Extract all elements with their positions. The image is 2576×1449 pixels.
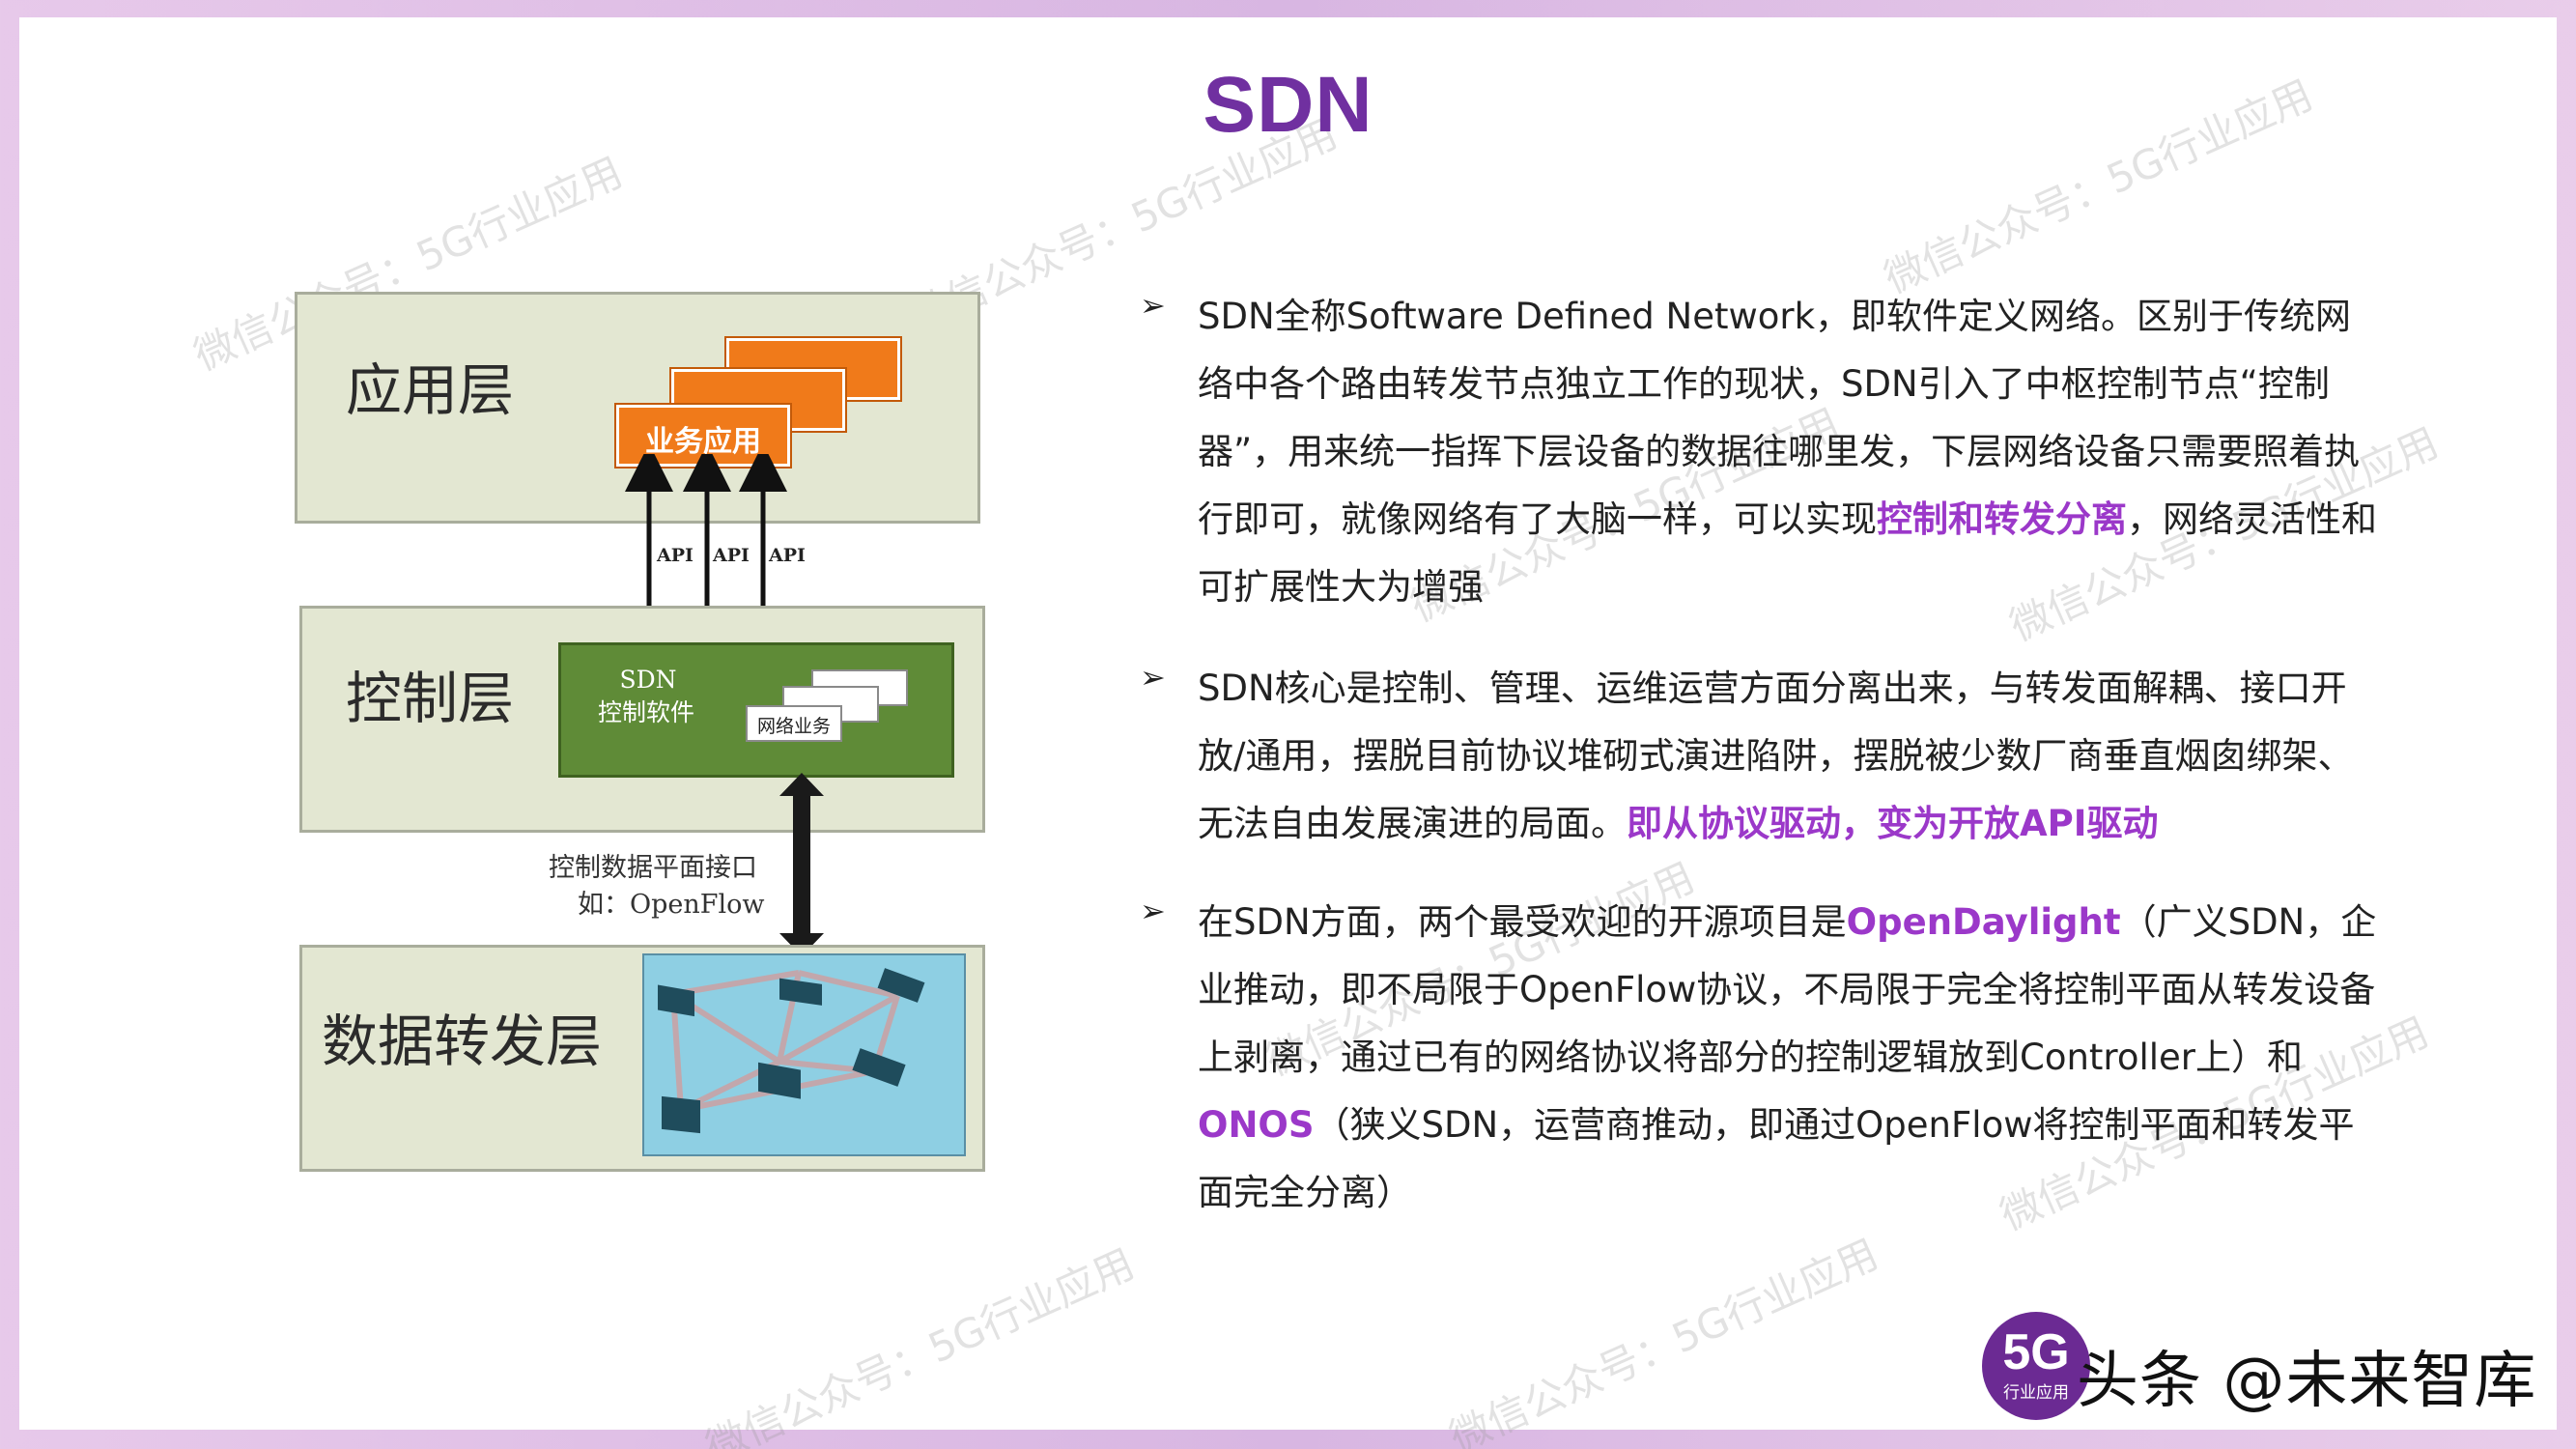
highlight-segment: 即从协议驱动，变为开放API驱动 — [1627, 803, 2159, 844]
switch-device — [852, 1048, 906, 1087]
text-segment: SDN全称Software Defined Network，即软件定义网络。区别… — [1198, 296, 2361, 540]
api-label-2: API — [713, 545, 750, 566]
text-segment: ，网络灵活性和可扩展性大为增强 — [1198, 498, 2377, 608]
page-title: SDN — [1203, 61, 1373, 149]
bullet-text: 在SDN方面，两个最受欢迎的开源项目是OpenDaylight（广义SDN，企业… — [1198, 889, 2386, 1227]
application-layer-label: 应用层 — [346, 357, 515, 423]
highlight-segment: ONOS — [1198, 1104, 1315, 1146]
bullet-arrow-icon: ➢ — [1140, 287, 1166, 324]
switch-device — [779, 978, 822, 1006]
sdn-label: SDN — [619, 666, 677, 694]
highlight-segment: 控制和转发分离 — [1877, 498, 2127, 540]
brand-logo: 5G 行业应用 — [1982, 1312, 2090, 1420]
logo-5g-text: 5G — [2002, 1324, 2070, 1380]
text-segment: 在SDN方面，两个最受欢迎的开源项目是 — [1198, 901, 1847, 943]
switch-device — [658, 984, 694, 1017]
api-label-3: API — [769, 545, 806, 566]
switch-device — [758, 1062, 801, 1099]
network-service-card-front: 网络业务 — [746, 705, 842, 742]
network-devices-area — [642, 953, 966, 1156]
api-label-1: API — [657, 545, 694, 566]
controller-software-label: 控制软件 — [597, 698, 694, 726]
control-data-arrow — [779, 773, 824, 956]
control-layer-label: 控制层 — [346, 666, 515, 731]
bullet-2: ➢ SDN核心是控制、管理、运维运营方面分离出来，与转发面解耦、接口开放/通用，… — [1140, 655, 2395, 858]
bullet-arrow-icon: ➢ — [1140, 893, 1166, 929]
bullet-1: ➢ SDN全称Software Defined Network，即软件定义网络。… — [1140, 283, 2395, 621]
logo-subtitle: 行业应用 — [2003, 1383, 2069, 1403]
bullet-text: SDN全称Software Defined Network，即软件定义网络。区别… — [1198, 283, 2386, 621]
highlight-segment: OpenDaylight — [1846, 901, 2121, 943]
bullet-3: ➢ 在SDN方面，两个最受欢迎的开源项目是OpenDaylight（广义SDN，… — [1140, 889, 2395, 1227]
text-segment: SDN核心是控制、管理、运维运营方面分离出来，与转发面解耦、接口开放/通用，摆脱… — [1198, 668, 2354, 844]
forwarding-layer-label: 数据转发层 — [322, 1009, 603, 1074]
bullet-arrow-icon: ➢ — [1140, 659, 1166, 696]
text-segment: （狭义SDN，运营商推动，即通过OpenFlow将控制平面和转发平面完全分离） — [1198, 1104, 2355, 1213]
text-segment: （广义SDN，企业推动，即不局限于OpenFlow协议，不局限于完全将控制平面从… — [1198, 901, 2377, 1078]
footer-attribution: 头条 @未来智库 — [2077, 1346, 2537, 1417]
business-app-label: 业务应用 — [645, 425, 761, 459]
switch-device — [877, 968, 925, 1003]
network-service-label: 网络业务 — [756, 716, 831, 737]
control-data-interface-label: 控制数据平面接口 — [549, 853, 757, 883]
network-topology — [658, 968, 925, 1134]
switch-device — [662, 1095, 700, 1134]
openflow-example-label: 如：OpenFlow — [578, 890, 765, 920]
bullet-text: SDN核心是控制、管理、运维运营方面分离出来，与转发面解耦、接口开放/通用，摆脱… — [1198, 655, 2386, 858]
